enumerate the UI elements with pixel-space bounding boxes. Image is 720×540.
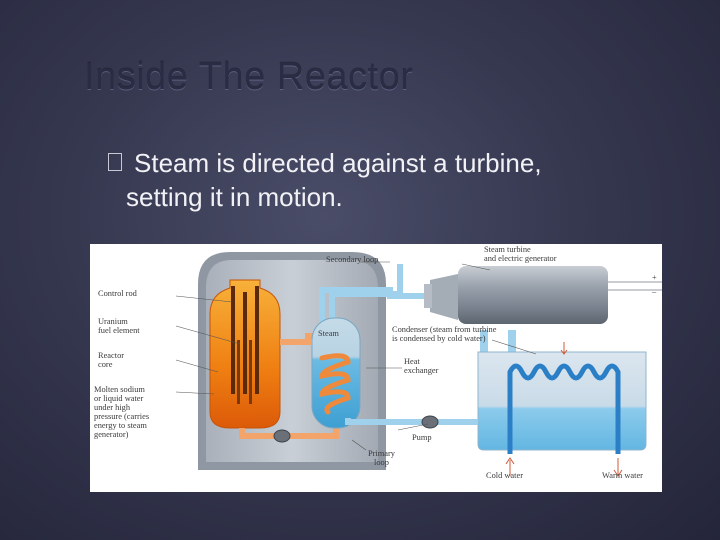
primary-loop-cold [239,412,339,439]
label-steam: Steam [318,329,339,338]
label-control-rod: Control rod [98,289,138,298]
label-heat-1: Heat [404,357,420,366]
label-reactor-2: core [98,360,113,369]
leader-lines [175,261,537,451]
label-heat-2: exchanger [404,366,439,375]
label-secondary-loop: Secondary loop [326,255,378,264]
bullet-line-2: setting it in motion. [126,182,343,212]
secondary-loop-pipe [329,264,403,326]
label-condenser-2: is condensed by cold water) [392,334,486,343]
label-minus: – [651,287,657,296]
bullet-box-icon [108,153,122,171]
slide-title: Inside The Reactor [84,56,414,98]
control-rod [231,286,235,394]
label-primary-2: loop [374,458,389,467]
steam-turbine [458,266,608,324]
label-uranium-2: fuel element [98,326,140,335]
label-cold-water: Cold water [486,471,523,480]
turbine-inlet [430,274,458,320]
label-molten-6: generator) [94,430,129,439]
label-reactor-1: Reactor [98,351,124,360]
label-condenser-1: Condenser (steam from turbine [392,325,497,334]
primary-pump [273,429,291,443]
label-molten-1: Molten sodium [94,385,145,394]
heat-exchanger-coil [319,353,351,415]
secondary-pump [421,415,439,429]
label-molten-3: under high [94,403,131,412]
label-warm-water: Warm water [602,471,643,480]
label-turbine-1: Steam turbine [484,245,531,254]
condenser-coil [507,363,621,444]
label-plus: + [652,273,657,282]
label-molten-4: pressure (carries [94,412,149,421]
bullet-item: Steam is directed against a turbine, set… [108,146,668,214]
label-uranium-1: Uranium [98,317,128,326]
label-pump: Pump [412,433,432,442]
label-molten-5: energy to steam [94,421,147,430]
label-primary-1: Primary [368,449,396,458]
bullet-line-1: Steam is directed against a turbine, [134,148,542,178]
reactor-diagram: Control rod Uranium fuel element Reactor… [90,244,662,492]
fuel-element [237,340,240,404]
reactor-diagram-svg: Control rod Uranium fuel element Reactor… [94,245,662,480]
label-molten-2: or liquid water [94,394,144,403]
label-turbine-2: and electric generator [484,254,557,263]
bullet-text: Steam is directed against a turbine, set… [108,146,668,214]
